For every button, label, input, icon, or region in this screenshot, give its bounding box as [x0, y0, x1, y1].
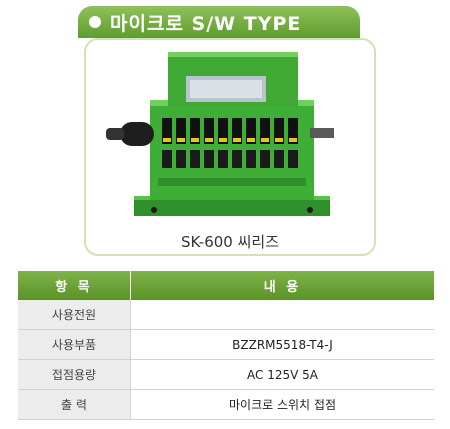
row-label: 출 력	[18, 389, 131, 420]
table-row: 접점용량 AC 125V 5A	[18, 359, 434, 390]
section-title: 마이크로 S/W TYPE	[110, 12, 302, 35]
row-label: 사용전원	[18, 300, 131, 330]
product-image	[106, 52, 334, 216]
row-value	[130, 300, 434, 330]
table-header-row: 항 목 내 용	[18, 271, 434, 300]
column-header-item: 항 목	[18, 271, 131, 300]
row-value: 마이크로 스위치 접점	[130, 389, 434, 420]
section-header: 마이크로 S/W TYPE	[78, 6, 360, 38]
spec-table: 항 목 내 용 사용전원 사용부품 BZZRM5518-T4-J 접점용량 AC…	[18, 271, 434, 420]
table-row: 사용부품 BZZRM5518-T4-J	[18, 329, 434, 360]
row-value: BZZRM5518-T4-J	[130, 329, 434, 360]
product-card: SK-600 씨리즈	[84, 38, 376, 256]
column-header-content: 내 용	[130, 271, 434, 300]
row-label: 접점용량	[18, 359, 131, 390]
table-row: 사용전원	[18, 300, 434, 330]
table-row: 출 력 마이크로 스위치 접점	[18, 389, 434, 420]
bullet-icon	[89, 16, 101, 28]
row-label: 사용부품	[18, 329, 131, 360]
product-caption: SK-600 씨리즈	[181, 233, 279, 251]
row-value: AC 125V 5A	[130, 359, 434, 390]
